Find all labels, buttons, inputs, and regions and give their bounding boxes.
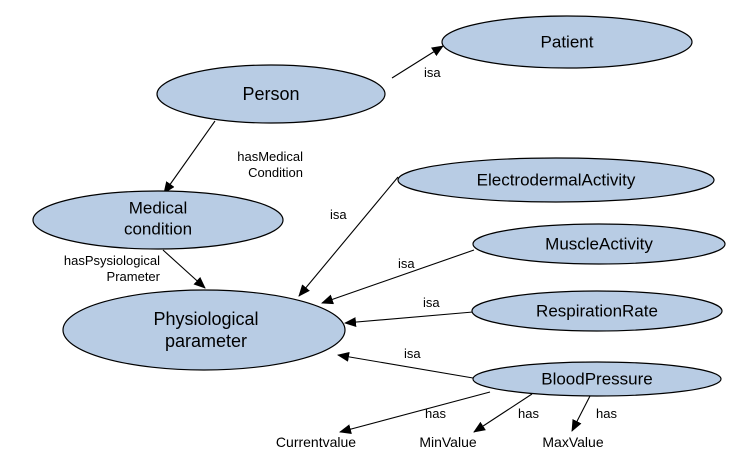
edge-label-resp-physio: isa bbox=[423, 295, 440, 310]
node-patient-label: Patient bbox=[541, 32, 594, 51]
node-eda-label: ElectrodermalActivity bbox=[477, 170, 636, 189]
edge-label-bp-current: has bbox=[425, 406, 446, 421]
leaf-current-value: Currentvalue bbox=[276, 434, 356, 450]
node-resp-label: RespirationRate bbox=[536, 301, 658, 320]
edge-bp-physio bbox=[337, 351, 474, 379]
node-physiological-parameter: Physiological parameter bbox=[62, 289, 346, 371]
node-person-label: Person bbox=[242, 84, 299, 104]
leaf-min-value: MinValue bbox=[419, 434, 477, 450]
edge-label-eda-physio: isa bbox=[330, 207, 347, 222]
edge-label-medical-physio-2: Prameter bbox=[107, 269, 161, 284]
edge-resp-physio bbox=[344, 311, 474, 328]
node-medical-label-2: condition bbox=[124, 219, 192, 238]
node-electrodermal-activity: ElectrodermalActivity bbox=[397, 157, 715, 203]
leaf-max-value: MaxValue bbox=[542, 434, 603, 450]
edge-bp-max bbox=[571, 395, 591, 432]
edge-label-muscle-physio: isa bbox=[398, 256, 415, 271]
node-medical-condition: Medical condition bbox=[32, 190, 284, 250]
node-muscle-activity: MuscleActivity bbox=[472, 223, 726, 265]
edge-muscle-physio bbox=[321, 249, 475, 305]
edge-bp-min bbox=[473, 393, 533, 433]
node-person: Person bbox=[156, 64, 386, 124]
edge-medical-physio bbox=[162, 249, 206, 289]
edge-eda-physio bbox=[298, 176, 399, 297]
edge-label-medical-physio-1: hasPsysiological bbox=[64, 253, 160, 268]
node-patient: Patient bbox=[441, 15, 693, 69]
node-physio-label-1: Physiological bbox=[153, 309, 258, 329]
node-physio-label-2: parameter bbox=[165, 331, 247, 351]
node-medical-label-1: Medical bbox=[129, 198, 188, 217]
edge-label-person-medical-2: Condition bbox=[248, 165, 303, 180]
node-blood-pressure: BloodPressure bbox=[472, 361, 722, 397]
edge-label-bp-min: has bbox=[518, 406, 539, 421]
node-muscle-label: MuscleActivity bbox=[545, 234, 653, 253]
node-bp-label: BloodPressure bbox=[541, 369, 653, 388]
edge-label-person-patient: isa bbox=[424, 65, 441, 80]
edge-person-patient bbox=[391, 45, 444, 79]
edge-label-bp-physio: isa bbox=[404, 346, 421, 361]
edge-label-person-medical-1: hasMedical bbox=[237, 149, 303, 164]
edge-label-bp-max: has bbox=[596, 406, 617, 421]
node-respiration-rate: RespirationRate bbox=[471, 290, 723, 332]
edge-person-medical bbox=[163, 120, 216, 194]
edge-bp-current bbox=[339, 391, 491, 434]
